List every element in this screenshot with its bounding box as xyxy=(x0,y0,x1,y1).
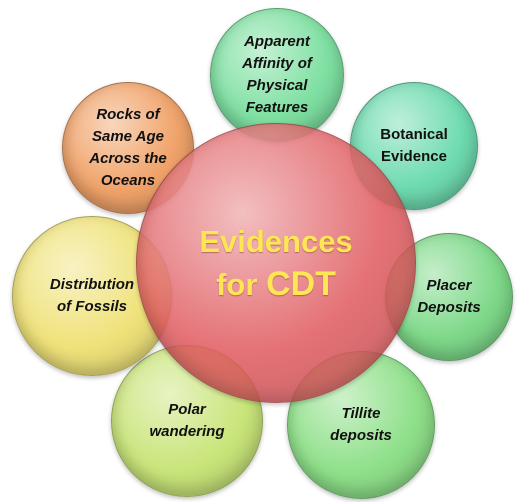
petal-label-line: Rocks of xyxy=(96,106,160,123)
petal-label-line: Features xyxy=(245,99,309,116)
center-title-line1: Evidences xyxy=(199,224,353,259)
petal-label-line: Same Age xyxy=(92,128,164,145)
petal-label-line: wandering xyxy=(149,423,225,440)
petal-label-line: Botanical xyxy=(380,126,448,143)
petal-label-line: deposits xyxy=(330,427,392,444)
petal-label-line: Across the xyxy=(89,150,167,167)
petal-label-line: Affinity of xyxy=(242,55,312,72)
petal-label-line: Oceans xyxy=(100,172,156,189)
petal-label-line: Tillite xyxy=(341,405,381,422)
petal-label-line: Evidence xyxy=(381,148,447,165)
petal-label-line: Deposits xyxy=(417,299,481,316)
petal-label-line: Polar xyxy=(168,401,206,418)
petal-label-line: Distribution xyxy=(49,276,135,293)
center-title-emphasis: CDT xyxy=(266,265,336,303)
center-title-prefix: for xyxy=(216,267,267,302)
petal-label-line: of Fossils xyxy=(56,298,127,315)
petal-label-line: Apparent xyxy=(244,33,310,50)
petal-placer-deposits: Placer Deposits xyxy=(385,233,513,361)
petal-label-line: Physical xyxy=(246,77,308,94)
center-circle: Evidences for CDT xyxy=(136,123,416,403)
petal-apparent-affinity: Apparent Affinity of Physical Features xyxy=(210,8,344,142)
center-title-line2: for CDT xyxy=(199,263,352,306)
petal-label-line: Placer xyxy=(426,277,472,294)
